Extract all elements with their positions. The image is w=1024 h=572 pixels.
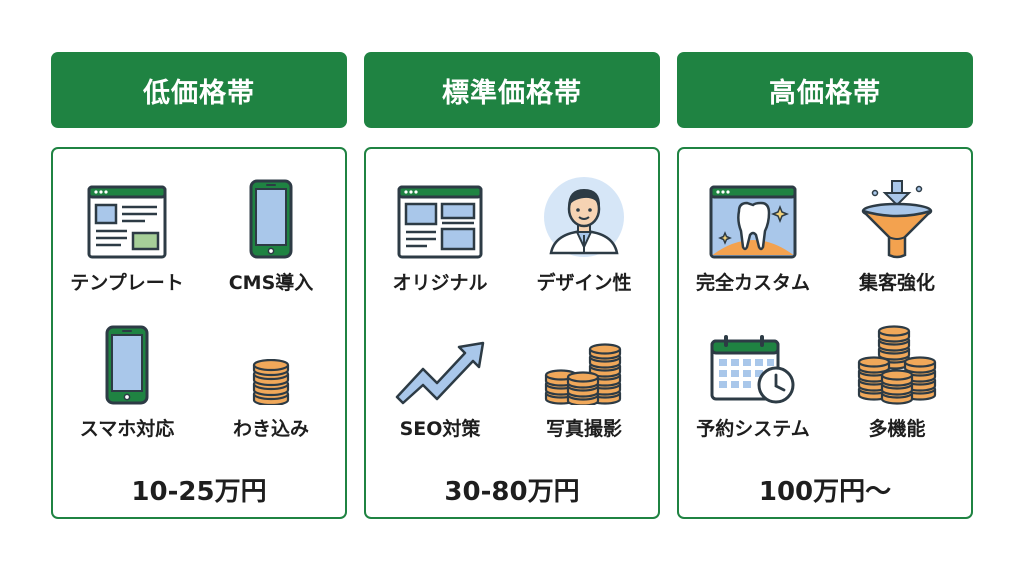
- feature-label: スマホ対応: [79, 418, 175, 440]
- tier-high-card: 完全カスタム 集客強化: [677, 147, 973, 519]
- feature-item: CMS導入: [197, 173, 345, 295]
- feature-item: スマホ対応: [53, 319, 201, 441]
- feature-item: 写真撮影: [510, 319, 658, 441]
- price-label: 30-80万円: [444, 477, 580, 507]
- feature-label: CMS導入: [228, 272, 314, 294]
- tier-high-header: 高価格帯: [677, 52, 973, 128]
- tier-high: 高価格帯 完全カスタム: [677, 52, 973, 519]
- feature-label: 多機能: [868, 418, 926, 440]
- feature-item: オリジナル: [366, 173, 514, 295]
- feature-item: 集客強化: [823, 173, 971, 295]
- tier-standard: 標準価格帯 オリジナル: [364, 52, 660, 519]
- feature-label: SEO対策: [399, 418, 481, 440]
- tier-low-card: テンプレート CMS導入 スマホ: [51, 147, 347, 519]
- feature-label: 完全カスタム: [695, 272, 810, 294]
- tier-low-header: 低価格帯: [51, 52, 347, 128]
- feature-item: 予約システム: [679, 319, 827, 441]
- feature-item: 完全カスタム: [679, 173, 827, 295]
- tier-standard-title: 標準価格帯: [442, 77, 582, 109]
- smartphone-icon: [249, 179, 293, 259]
- tier-low-title: 低価格帯: [143, 77, 255, 109]
- custom-layout-icon: [397, 185, 483, 259]
- feature-label: オリジナル: [392, 272, 488, 294]
- feature-item: SEO対策: [366, 319, 514, 441]
- feature-label: 予約システム: [696, 418, 810, 440]
- feature-item: わき込み: [197, 319, 345, 441]
- rising-arrow-icon: [395, 341, 485, 405]
- feature-item: 多機能: [823, 319, 971, 441]
- calendar-clock-icon: [710, 335, 795, 404]
- tier-standard-header: 標準価格帯: [364, 52, 660, 128]
- tier-high-title: 高価格帯: [769, 77, 881, 109]
- feature-label: わき込み: [232, 418, 309, 440]
- coin-stacks-icon: [544, 343, 622, 405]
- funnel-icon: [861, 180, 933, 259]
- coin-stack-icon: [252, 359, 290, 405]
- tooth-webpage-icon: [709, 185, 797, 259]
- feature-item: テンプレート: [53, 173, 201, 295]
- price-label: 10-25万円: [131, 477, 267, 507]
- designer-avatar-icon: [544, 177, 624, 257]
- price-label: 100万円～: [758, 477, 892, 507]
- feature-label: 写真撮影: [545, 418, 622, 440]
- feature-item: デザイン性: [510, 173, 658, 295]
- template-webpage-icon: [87, 185, 167, 259]
- feature-label: デザイン性: [536, 272, 632, 294]
- large-coin-stacks-icon: [857, 325, 937, 405]
- feature-label: テンプレート: [70, 272, 184, 294]
- smartphone-icon: [105, 325, 149, 405]
- feature-label: 集客強化: [858, 272, 935, 294]
- tier-low: 低価格帯 テンプレート: [51, 52, 347, 519]
- tier-standard-card: オリジナル デザイン性: [364, 147, 660, 519]
